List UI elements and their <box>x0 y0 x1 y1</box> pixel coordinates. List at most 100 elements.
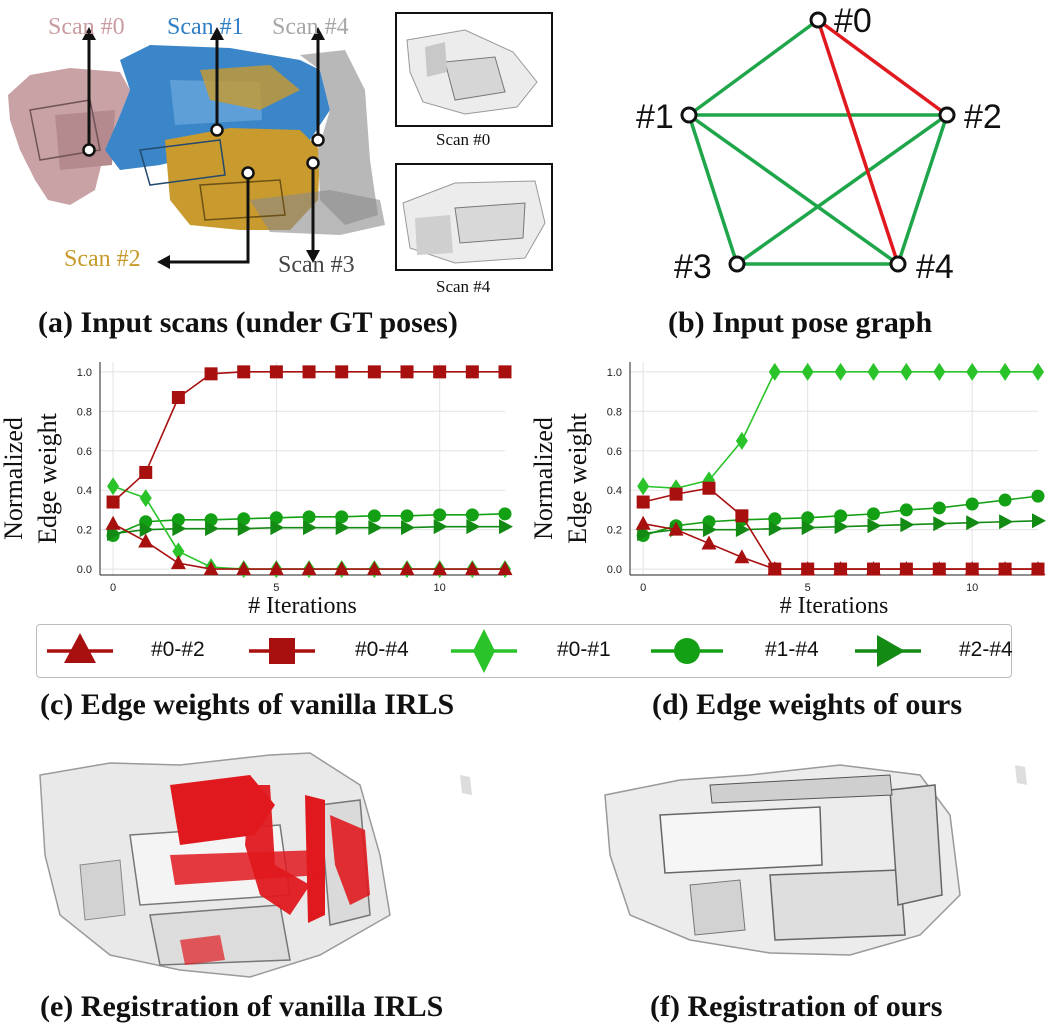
scan-point-cloud-illustration <box>8 27 385 269</box>
node-0 <box>809 11 827 29</box>
caption-c: (c) Edge weights of vanilla IRLS <box>40 688 455 721</box>
data-point <box>932 501 946 515</box>
data-point <box>498 507 512 521</box>
legend-label-0-4: #0-#4 <box>355 638 409 661</box>
data-point <box>899 503 913 517</box>
y-tick-label: 0.8 <box>77 406 92 418</box>
data-point <box>432 561 448 576</box>
data-point <box>702 481 716 495</box>
data-point <box>335 520 350 536</box>
data-point <box>734 549 750 564</box>
scan-0-thumb-label: Scan #0 <box>436 130 491 149</box>
data-point <box>172 542 185 561</box>
data-point <box>302 510 316 524</box>
y-tick-label: 0.8 <box>607 406 622 418</box>
y-tick-label: 1.0 <box>77 367 92 379</box>
caption-f: (f) Registration of ours <box>650 990 943 1023</box>
scan-3-label: Scan #3 <box>278 252 355 278</box>
data-point <box>399 561 415 576</box>
data-point <box>204 367 218 381</box>
data-point <box>237 512 251 526</box>
x-tick-label: 5 <box>273 582 279 594</box>
x-tick-label: 0 <box>640 582 646 594</box>
data-point <box>834 562 848 576</box>
data-point <box>105 515 121 530</box>
edge-0-1 <box>687 18 820 117</box>
data-point <box>834 509 848 523</box>
data-point <box>303 520 318 536</box>
data-point <box>236 561 252 576</box>
edge-2-3 <box>735 113 949 266</box>
data-point <box>400 365 414 379</box>
data-point <box>801 362 814 381</box>
legend-label-0-1: #0-#1 <box>557 638 611 661</box>
data-point <box>1031 489 1045 503</box>
data-point <box>499 519 513 535</box>
data-point <box>966 515 981 531</box>
data-point <box>433 365 447 379</box>
data-point <box>366 561 382 576</box>
data-point <box>834 519 849 535</box>
y-tick-label: 0.4 <box>77 485 92 497</box>
data-point <box>965 562 979 576</box>
data-point <box>433 508 447 522</box>
scan-4-thumbnail <box>395 163 553 271</box>
y-tick-label: 1.0 <box>607 367 622 379</box>
data-point <box>900 517 915 533</box>
data-point <box>966 362 979 381</box>
caption-d: (d) Edge weights of ours <box>652 688 963 721</box>
data-point <box>270 520 285 536</box>
data-point <box>302 365 316 379</box>
data-point <box>237 521 252 537</box>
data-point <box>205 521 220 537</box>
data-point <box>899 562 913 576</box>
data-point <box>139 522 154 538</box>
scan-4-cloud <box>300 50 378 225</box>
data-point <box>107 526 122 542</box>
data-point <box>268 561 284 576</box>
edge-1-3 <box>687 113 739 266</box>
scan-0-thumbnail <box>395 12 553 127</box>
data-point <box>801 562 815 576</box>
data-point <box>637 477 650 496</box>
scan-4-label: Scan #4 <box>272 14 349 40</box>
data-point <box>768 562 782 576</box>
legend-marker-triangle-up-icon <box>47 633 113 663</box>
registration-ours-render <box>604 764 1027 956</box>
data-point <box>400 509 414 523</box>
data-point <box>334 561 350 576</box>
data-point <box>237 365 251 379</box>
data-point <box>269 365 283 379</box>
data-point <box>735 431 748 450</box>
y-tick-label: 0.6 <box>607 446 622 458</box>
data-point <box>669 487 683 501</box>
y-axis-label: Edge weight <box>33 412 62 543</box>
node-label-3: #3 <box>674 248 712 286</box>
data-point <box>637 526 652 542</box>
legend-item-0-2: #0-#2 <box>41 625 221 677</box>
caption-a: (a) Input scans (under GT poses) <box>38 306 458 339</box>
node-4 <box>889 255 907 273</box>
series-line <box>643 371 1038 490</box>
y-tick-label: 0.2 <box>77 525 92 537</box>
data-point <box>1032 513 1046 529</box>
node-label-1: #1 <box>636 98 674 136</box>
data-point <box>367 365 381 379</box>
scan-0-label: Scan #0 <box>48 14 125 40</box>
legend-item-0-1: #0-#1 <box>445 625 625 677</box>
data-point <box>768 521 783 537</box>
series-#0-#2 <box>105 515 513 576</box>
legend-label-2-4: #2-#4 <box>959 638 1013 661</box>
chart-legend: #0-#2 #0-#4 #0-#1 #1-#4 #2-#4 <box>36 624 1013 678</box>
x-tick-label: 10 <box>966 582 978 594</box>
data-point <box>933 516 948 532</box>
grid <box>630 362 1038 575</box>
legend-marker-triangle-right-icon <box>855 635 921 667</box>
node-1 <box>680 106 698 124</box>
x-tick-label: 10 <box>434 582 446 594</box>
data-point <box>635 515 651 530</box>
data-point <box>433 519 448 535</box>
legend-label-1-4: #1-#4 <box>765 638 819 661</box>
